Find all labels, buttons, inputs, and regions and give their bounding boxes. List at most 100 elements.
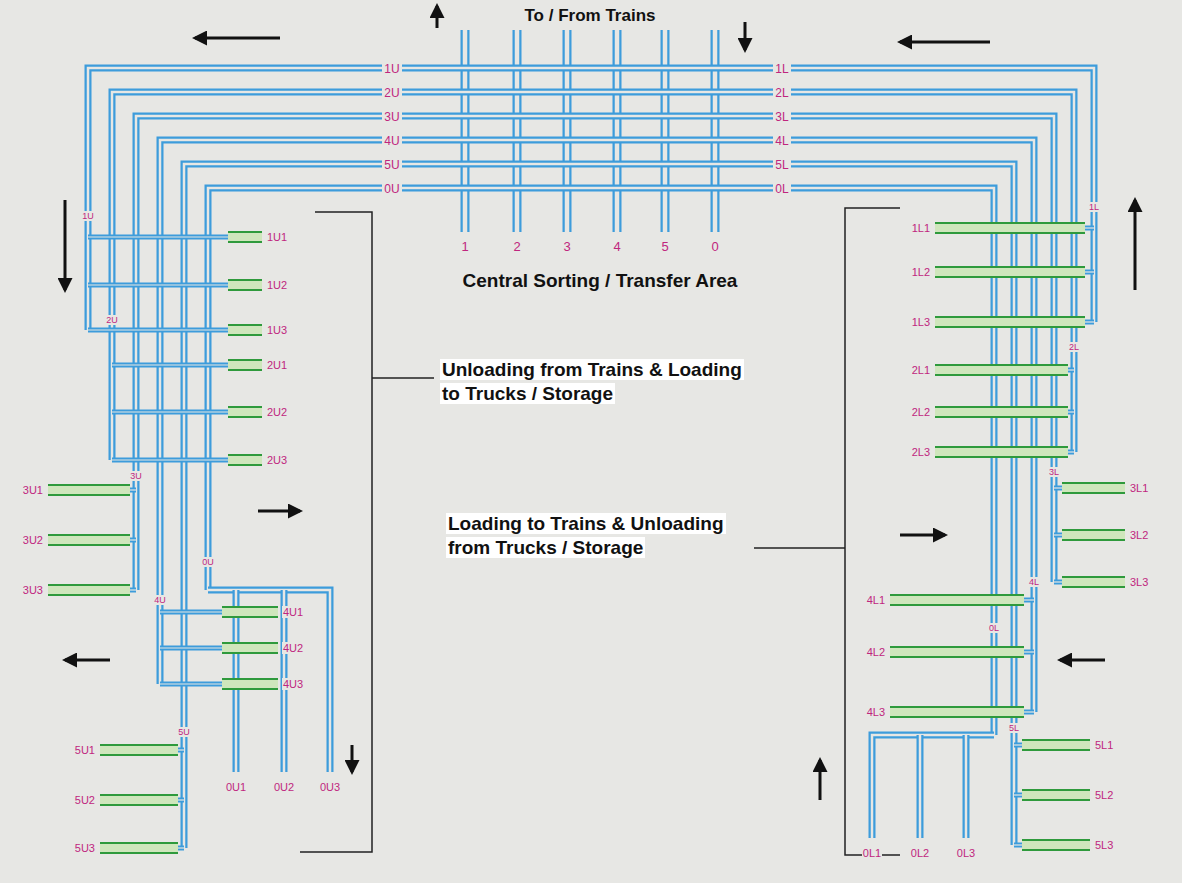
label-holder: 0U3 [319, 777, 341, 795]
loading-bay: 2U3 [228, 454, 288, 466]
loading-bay: 4U2 [222, 642, 304, 654]
flow-arrow [258, 510, 300, 513]
label-holder: 0L3 [956, 843, 976, 861]
lane-label: 3U [382, 110, 401, 124]
flow-arrow [900, 41, 990, 44]
column-number: 2 [511, 239, 522, 254]
label-holder: 5L [773, 155, 790, 173]
flow-arrow [1060, 659, 1105, 662]
loading-bay: 5U2 [74, 794, 178, 806]
label-holder: 5L [1008, 717, 1020, 735]
lane-gap [515, 30, 520, 232]
flow-arrow [900, 534, 945, 537]
bay-bar [100, 842, 178, 854]
bay-bar [1022, 789, 1090, 801]
lane-gap [1054, 534, 1062, 535]
label-holder: 0U [382, 179, 401, 197]
label-holder: 1U [382, 59, 401, 77]
loading-bay: 3L3 [1062, 576, 1149, 588]
bay-label: 4U1 [282, 606, 304, 618]
lane-gap [160, 683, 222, 684]
lane-tag: 4U [153, 595, 167, 605]
bay-label: 1L3 [911, 316, 931, 328]
lane-line [1068, 450, 1074, 455]
lane-line [208, 590, 330, 772]
loading-bay: 1U3 [228, 324, 288, 336]
lane-label: 2U [382, 86, 401, 100]
loading-bay: 1L2 [911, 266, 1085, 278]
flow-arrow [436, 6, 439, 28]
bracket-line [372, 377, 434, 379]
lane-gap [208, 590, 330, 772]
lane-tag: 5L [1008, 723, 1020, 733]
lane-gap [1085, 321, 1094, 322]
label-holder: 1L [773, 59, 790, 77]
loading-bay: 5L3 [1022, 839, 1114, 851]
lane-label: 5L [773, 158, 790, 172]
bay-bar [228, 406, 262, 418]
lane-gap [872, 735, 994, 838]
bay-label: 3U1 [22, 484, 44, 496]
bay-label: 2U3 [266, 454, 288, 466]
flow-arrow [819, 760, 822, 800]
lane-line [563, 30, 572, 232]
lane-line [112, 92, 517, 460]
lane-line [513, 30, 522, 232]
lane-line [613, 30, 622, 232]
loading-bay: 2U1 [228, 359, 288, 371]
loading-bay: 1U1 [228, 231, 288, 243]
loading-bay: 3U2 [22, 534, 130, 546]
label-holder: 3U [382, 107, 401, 125]
bay-label: 1L2 [911, 266, 931, 278]
lane-line [917, 735, 924, 838]
lane-line [184, 164, 665, 848]
loading-bay: 5U3 [74, 842, 178, 854]
outlet-label: 0U3 [319, 781, 341, 793]
bay-label: 4U2 [282, 642, 304, 654]
bay-bar [48, 534, 130, 546]
lane-line [88, 328, 228, 333]
label-holder: 5U [177, 721, 191, 739]
region-label: Unloading from Trains & Loading to Truck… [440, 359, 744, 404]
label-holder: 1 [459, 237, 470, 255]
bay-label: 2U1 [266, 359, 288, 371]
outlet-label: 0U1 [225, 781, 247, 793]
bracket-line [300, 212, 372, 852]
bay-label: 5L1 [1094, 739, 1114, 751]
lane-label: 4U [382, 134, 401, 148]
area-label: Central Sorting / Transfer Area [460, 270, 741, 292]
lane-tag: 1L [1088, 202, 1100, 212]
label-holder: 1U [81, 205, 95, 223]
flow-arrow [351, 745, 354, 772]
lane-line [130, 488, 136, 493]
column-number: 4 [611, 239, 622, 254]
label-holder: 0U [201, 551, 215, 569]
lane-gap [1014, 844, 1022, 845]
lane-gap [112, 411, 228, 412]
loading-bay: 3L2 [1062, 529, 1149, 541]
lane-gap [130, 489, 136, 490]
lane-tag: 1U [81, 211, 95, 221]
lane-gap [1085, 271, 1094, 272]
lane-line [88, 283, 228, 288]
lane-line [1085, 320, 1094, 325]
lane-gap [1024, 599, 1034, 600]
label-holder: 2U [382, 83, 401, 101]
lane-label: 3L [773, 110, 790, 124]
bracket-line [845, 208, 900, 855]
lane-line [178, 798, 184, 803]
lane-gap [1054, 487, 1062, 488]
bay-bar [935, 446, 1068, 458]
lane-gap [1024, 651, 1034, 652]
bay-bar [890, 646, 1024, 658]
column-number: 0 [709, 239, 720, 254]
label-holder: 0 [709, 237, 720, 255]
loading-bay: 5L2 [1022, 789, 1114, 801]
lane-label: 2L [773, 86, 790, 100]
lane-gap [1024, 711, 1034, 712]
lane-line [1024, 650, 1034, 655]
region-brackets [300, 208, 900, 855]
bay-bar [935, 222, 1085, 234]
loading-bay: 2L3 [911, 446, 1068, 458]
flow-arrow [64, 200, 67, 290]
